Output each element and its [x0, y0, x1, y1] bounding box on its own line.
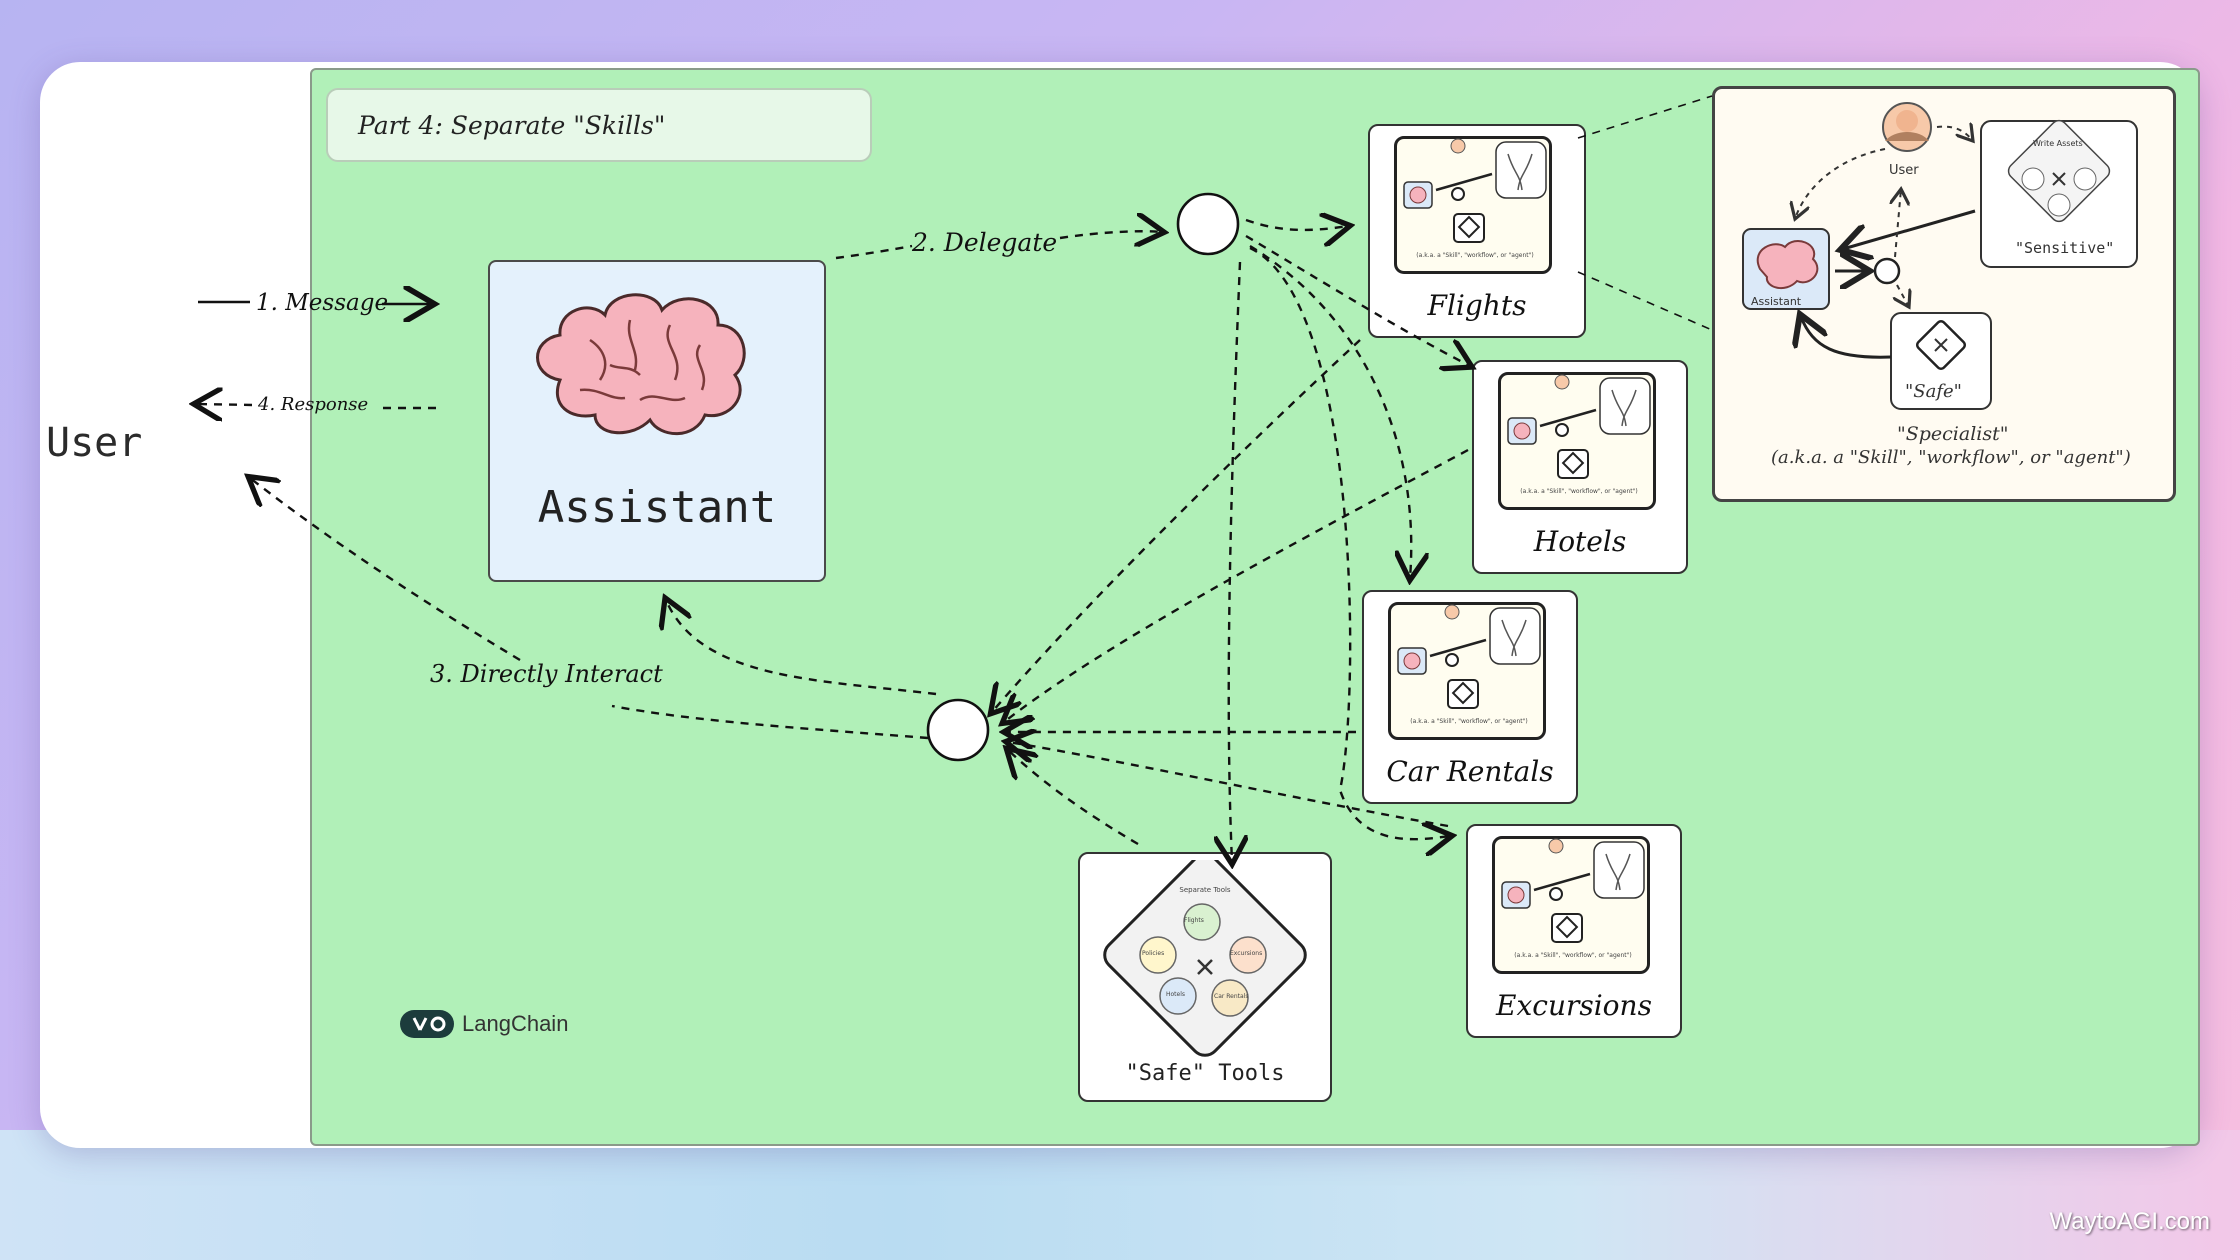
tools-heading: Separate Tools [1179, 886, 1231, 894]
watermark: WaytoAGI.com [2049, 1208, 2210, 1235]
user-label: User [46, 420, 143, 466]
skill-card-car-rentals: Car Rentals [1362, 590, 1578, 804]
skill-label-hotels: Hotels [1533, 525, 1627, 558]
mini-diagram-drawings [1397, 138, 1651, 943]
edge-excursions-back [1008, 742, 1449, 828]
edge-direct-line [611, 704, 929, 740]
edge-to-flights [1245, 220, 1348, 230]
edge-response-line [196, 404, 436, 408]
return-router-node [926, 698, 990, 762]
tools-diamond-icon [1103, 860, 1307, 1057]
safe-tools-label: "Safe" Tools [1125, 1061, 1285, 1086]
edge-to-car-rentals [1249, 244, 1411, 578]
mini-caption: (a.k.a. a "Skill", "workflow", or "agent… [1514, 952, 1632, 959]
edge-label-delegate: 2. Delegate [912, 228, 1058, 257]
tool-item: Excursions [1230, 950, 1263, 957]
langchain-logo-icon [400, 1010, 454, 1038]
edge-flights-back [992, 339, 1361, 712]
edge-to-excursions [1249, 246, 1450, 839]
langchain-brand: LangChain [400, 1010, 568, 1038]
inset-sensitive-label: "Sensitive" [2015, 239, 2115, 257]
edge-zoom-bottom [1577, 271, 1713, 331]
skill-label-flights: Flights [1427, 289, 1527, 322]
mini-caption: (a.k.a. a "Skill", "workflow", or "agent… [1410, 718, 1528, 725]
edge-label-response: 4. Response [258, 394, 369, 415]
edge-to-hotels [1245, 234, 1470, 366]
safe-tools-node: Separate Tools Flights Policies Excursio… [1078, 852, 1332, 1102]
inset-assistant-label: Assistant [1751, 295, 1802, 308]
edge-to-tools [1229, 261, 1240, 862]
edge-zoom-top [1577, 95, 1713, 139]
brand-name: LangChain [462, 1011, 569, 1036]
brain-icon [536, 293, 746, 436]
specialist-inset: User Assistant Write Assets "Sensitive" … [1712, 86, 2176, 502]
inset-safe-label: "Safe" [1905, 381, 1962, 402]
background-bottom-band [0, 1130, 2240, 1260]
skill-label-excursions: Excursions [1496, 989, 1652, 1022]
edge-hotels-back [1004, 448, 1469, 722]
edge-direct-to-user [250, 478, 521, 662]
edge-label-direct: 3. Directly Interact [430, 660, 663, 688]
tool-item: Hotels [1166, 991, 1186, 998]
inset-user-label: User [1889, 163, 1919, 178]
assistant-label: Assistant [537, 482, 777, 533]
tool-item: Flights [1184, 917, 1204, 924]
diagram-title: Part 4: Separate "Skills" [326, 88, 872, 162]
tool-item: Policies [1142, 950, 1165, 957]
edge-delegate-line [835, 231, 1162, 258]
edge-to-assistant [666, 600, 937, 696]
specialist-inset-drawing [1742, 102, 2138, 410]
inset-aka-label: (a.k.a. a "Skill", "workflow", or "agent… [1771, 447, 2131, 468]
diagram-title-text: Part 4: Separate "Skills" [358, 110, 666, 140]
mini-caption: (a.k.a. a "Skill", "workflow", or "agent… [1416, 252, 1534, 259]
tool-item: Car Rentals [1214, 993, 1249, 1000]
delegate-router-node [1176, 192, 1240, 256]
skill-label-car-rentals: Car Rentals [1386, 755, 1554, 788]
inset-write-assets-label: Write Assets [2033, 139, 2083, 148]
edge-label-message: 1. Message [256, 290, 389, 316]
edge-tools-back [1008, 750, 1139, 846]
inset-specialist-label: "Specialist" [1897, 423, 2009, 445]
mini-caption: (a.k.a. a "Skill", "workflow", or "agent… [1520, 488, 1638, 495]
assistant-node: Assistant [488, 260, 826, 582]
